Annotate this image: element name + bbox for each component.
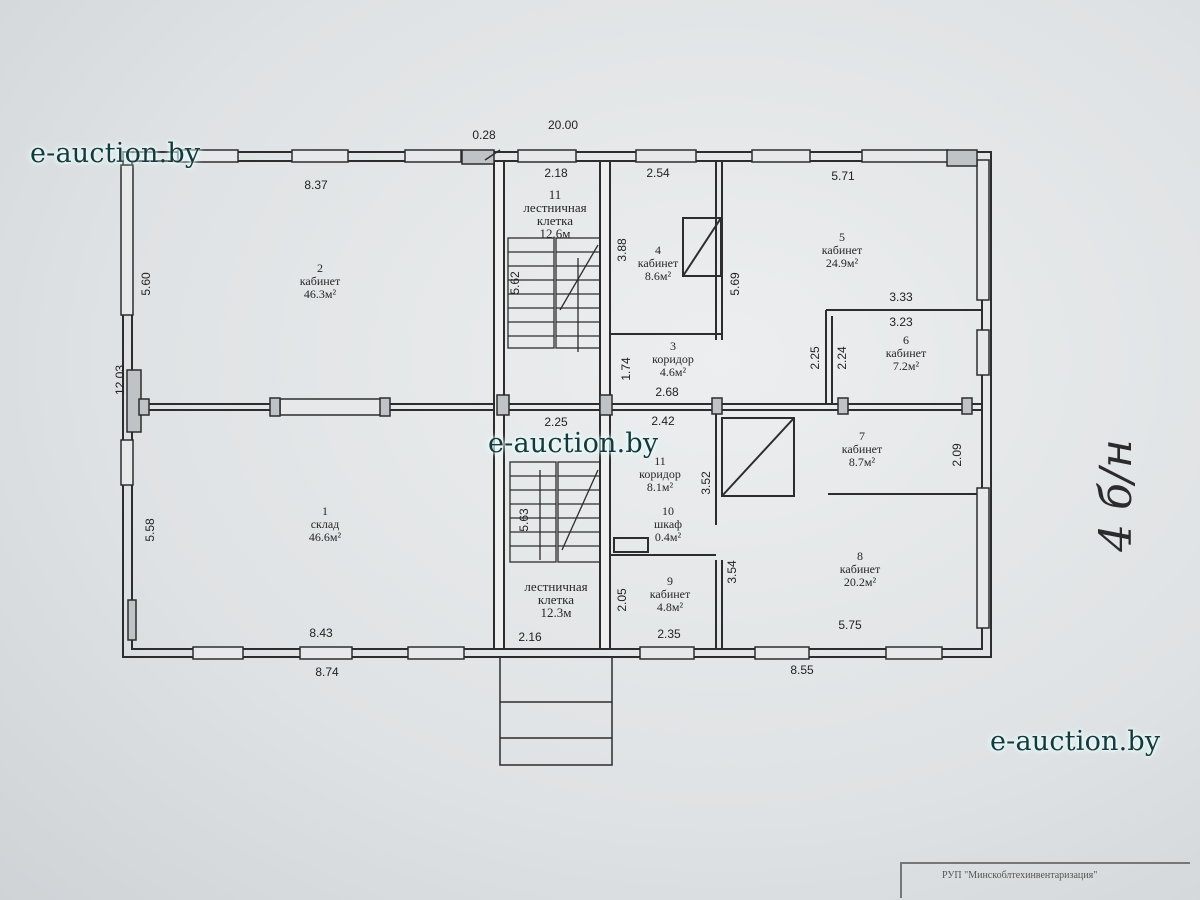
dim-v: 1.74 bbox=[619, 357, 633, 381]
dim-v: 5.58 bbox=[143, 518, 157, 542]
dim-v: 3.54 bbox=[725, 560, 739, 584]
overall-height-dim: 12.03 bbox=[113, 364, 127, 396]
overall-width-dim: 20.00 bbox=[547, 118, 579, 132]
room-label-stair-lower: лестничная клетка 12.3м bbox=[524, 579, 588, 620]
dim-h: 2.54 bbox=[646, 166, 670, 180]
dim-v: 2.24 bbox=[835, 346, 849, 370]
handwritten-note: 4 б/н bbox=[1090, 439, 1142, 552]
dim-h: 2.25 bbox=[544, 415, 568, 429]
shaft-r4 bbox=[682, 217, 722, 277]
entrance-porch bbox=[499, 656, 613, 766]
dim-h: 3.23 bbox=[889, 315, 913, 329]
dim-h: 5.75 bbox=[838, 618, 862, 632]
dim-v: 2.05 bbox=[615, 588, 629, 612]
dim-h: 8.55 bbox=[790, 663, 814, 677]
dim-h: 2.35 bbox=[657, 627, 681, 641]
dim-v: 3.88 bbox=[615, 238, 629, 262]
windows bbox=[120, 149, 990, 660]
watermark-top-left: e-auction.by bbox=[30, 138, 201, 169]
dim-h: 5.71 bbox=[831, 169, 855, 183]
r10-closet bbox=[613, 537, 649, 553]
dim-h: 2.68 bbox=[655, 385, 679, 399]
dim-h: 2.18 bbox=[544, 166, 568, 180]
watermark-center: e-auction.by bbox=[488, 428, 659, 459]
dim-v: 5.69 bbox=[728, 272, 742, 296]
columns bbox=[126, 149, 978, 641]
dim-v: 5.60 bbox=[139, 272, 153, 296]
title-block-stamp: РУП "Минскоблтехинвентаризация" bbox=[900, 862, 1190, 898]
dim-v: 5.63 bbox=[517, 508, 531, 532]
dim-v: 2.09 bbox=[950, 443, 964, 467]
watermark-bottom-right: e-auction.by bbox=[990, 726, 1161, 757]
offset-dim: 0.28 bbox=[472, 128, 496, 142]
dim-h: 2.42 bbox=[651, 414, 675, 428]
shaft-r11 bbox=[721, 417, 795, 497]
dim-v: 2.25 bbox=[808, 346, 822, 370]
dim-h: 8.37 bbox=[304, 178, 328, 192]
dim-h: 3.33 bbox=[889, 290, 913, 304]
stair-upper bbox=[507, 237, 601, 352]
dim-h: 8.74 bbox=[315, 665, 339, 679]
room-label-11-stair: 11 лестничная клетка 12.6м bbox=[523, 187, 587, 241]
dim-v: 3.52 bbox=[699, 471, 713, 495]
dim-v: 5.62 bbox=[508, 271, 522, 295]
dim-h: 2.16 bbox=[518, 630, 542, 644]
dim-h: 8.43 bbox=[309, 626, 333, 640]
stair-lower bbox=[509, 461, 601, 563]
